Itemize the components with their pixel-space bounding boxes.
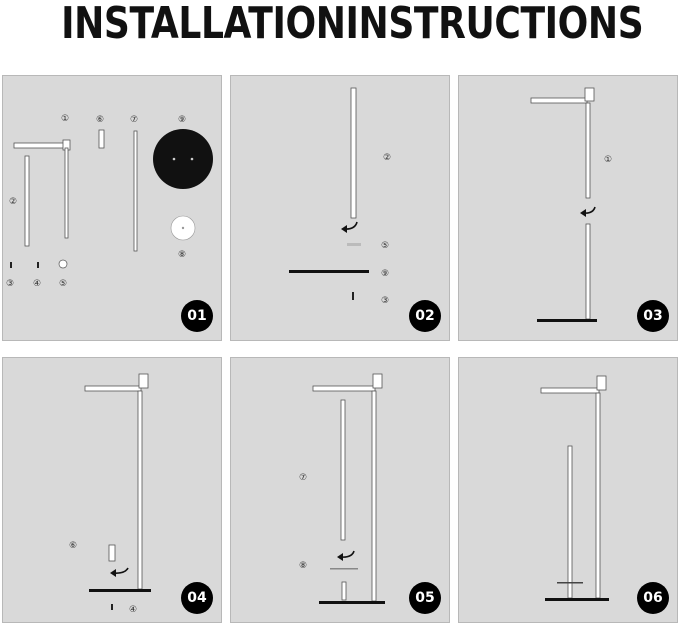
label-part-6: ⑥ [69, 541, 77, 551]
label-part-7: ⑦ [130, 115, 138, 125]
step-05-illustration: ⑦ ⑧ [299, 373, 385, 604]
step-panel-02: ② ⑤ ⑨ ③ 02 [230, 75, 450, 341]
step-badge: 06 [637, 582, 669, 614]
label-part-4: ④ [129, 605, 137, 615]
label-part-9: ⑨ [178, 115, 186, 125]
label-part-8: ⑧ [299, 561, 307, 571]
step-02-illustration: ② ⑤ ⑨ ③ [289, 87, 391, 306]
step-badge: 04 [181, 582, 213, 614]
label-part-1: ① [604, 155, 612, 165]
label-part-5: ⑤ [381, 241, 389, 251]
label-part-8: ⑧ [178, 250, 186, 260]
label-part-3: ③ [381, 296, 389, 306]
step-badge: 01 [181, 300, 213, 332]
label-part-1: ① [61, 114, 69, 124]
label-part-6: ⑥ [96, 115, 104, 125]
step-03-illustration: ① [530, 87, 612, 322]
step-panel-05: ⑦ ⑧ 05 [230, 357, 450, 623]
label-part-2: ② [9, 197, 17, 207]
label-part-4: ④ [33, 279, 41, 289]
step-panel-03: ① 03 [458, 75, 678, 341]
step-panel-04: ⑥ ④ 04 [2, 357, 222, 623]
step-04-illustration: ⑥ ④ [69, 373, 151, 615]
step-06-illustration [540, 375, 609, 601]
base-disc-icon [153, 129, 213, 189]
step-panel-06: 06 [458, 357, 678, 623]
label-part-7: ⑦ [299, 473, 307, 483]
label-part-3: ③ [6, 279, 14, 289]
step-badge: 02 [409, 300, 441, 332]
page-title: INSTALLATIONINSTRUCTIONS [61, 0, 644, 49]
label-part-9: ⑨ [381, 269, 389, 279]
step-panel-01: ① ② ③ ④ ⑤ ⑥ ⑦ ⑧ ⑨ 01 [2, 75, 222, 341]
label-part-5: ⑤ [59, 279, 67, 289]
label-part-2: ② [383, 153, 391, 163]
step-badge: 03 [637, 300, 669, 332]
step-01-illustration: ① ② ③ ④ ⑤ ⑥ ⑦ ⑧ ⑨ [6, 114, 213, 289]
step-badge: 05 [409, 582, 441, 614]
